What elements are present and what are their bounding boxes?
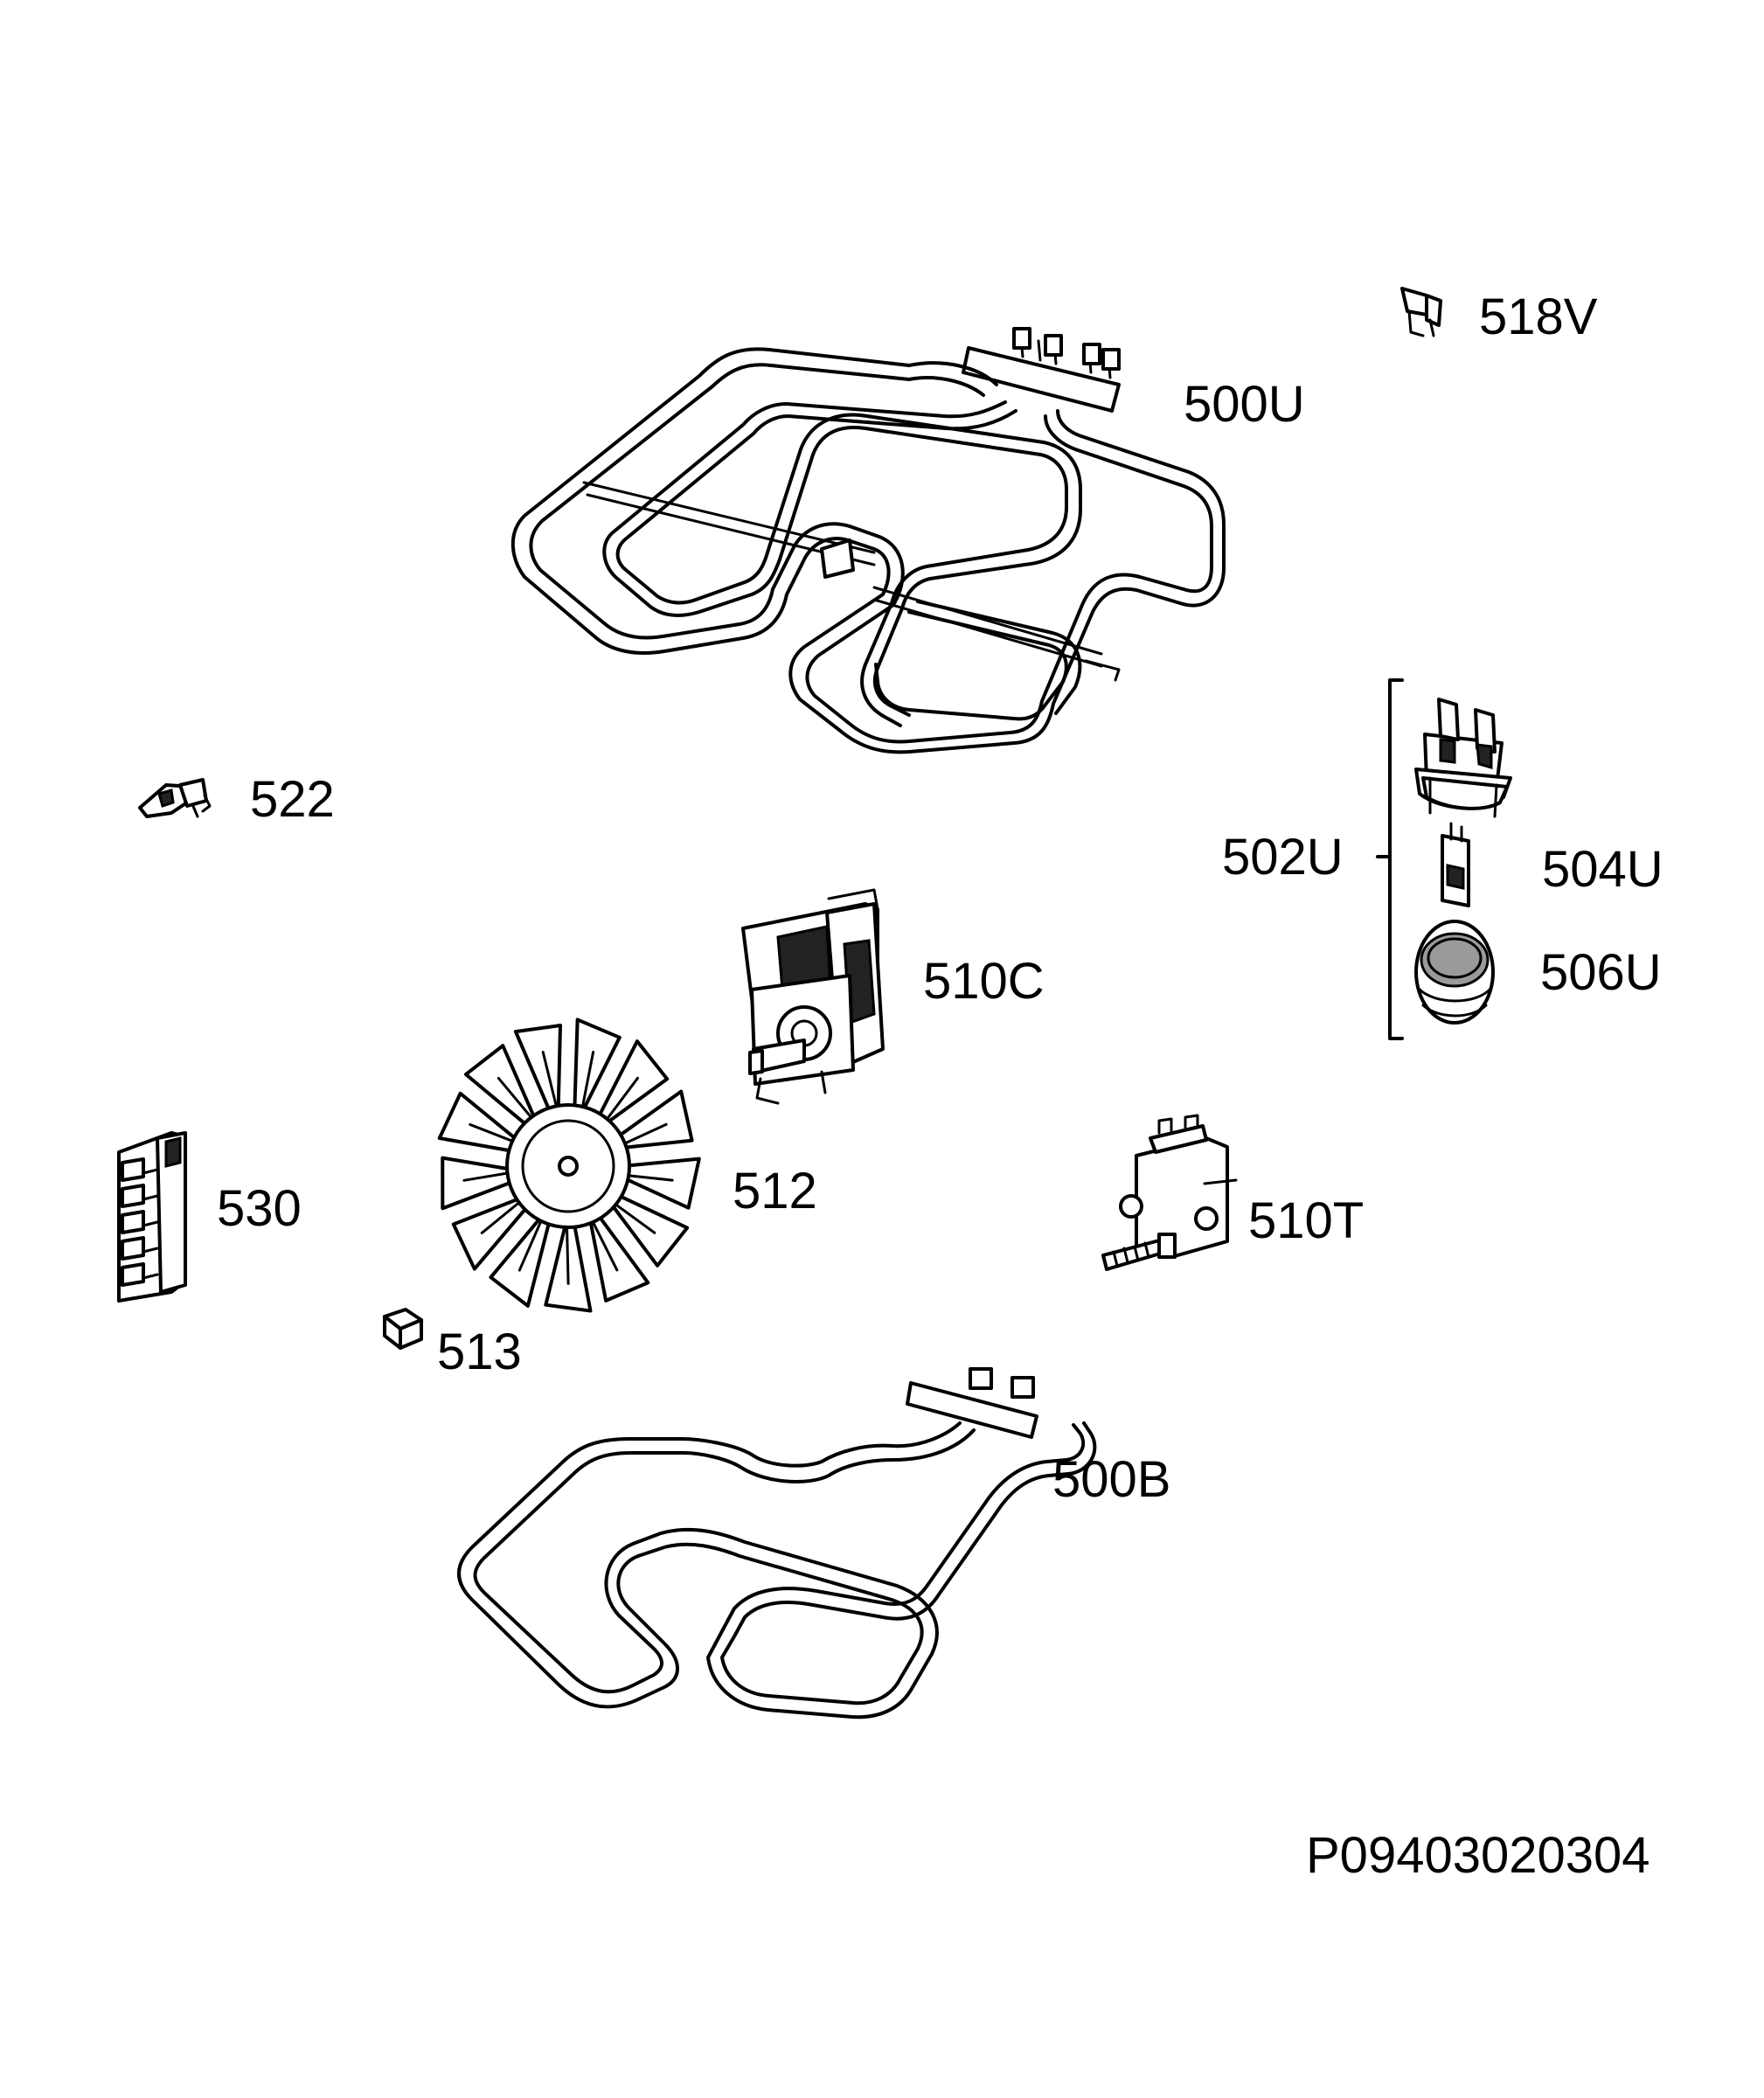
bulb-drawing (1441, 822, 1470, 907)
part-label-522: 522 (250, 771, 335, 828)
lower-heating-element-drawing (457, 1367, 1097, 1719)
part-label-510c: 510C (923, 953, 1045, 1010)
diagram-id: P09403020304 (1306, 1827, 1650, 1884)
fan-blade-drawing (437, 1018, 701, 1313)
fan-blade-rib (517, 1212, 546, 1272)
lamp-cover-drawing (1414, 920, 1495, 1025)
clip-518v-drawing (1400, 287, 1442, 337)
fan-blade-rib (580, 1050, 595, 1115)
part-label-518v: 518V (1479, 288, 1598, 345)
part-label-506u: 506U (1540, 944, 1662, 1001)
upper-heating-element-drawing (510, 327, 1226, 754)
fan-blade-rib (588, 1213, 619, 1272)
part-label-530: 530 (217, 1180, 302, 1237)
fan-motor-drawing (741, 888, 885, 1105)
fan-blade-rib (565, 1219, 570, 1285)
terminal-block-drawing (117, 1131, 187, 1303)
part-label-504u: 504U (1542, 841, 1663, 898)
part-513-drawing (383, 1308, 423, 1350)
fan-blade-rib (541, 1051, 559, 1115)
part-label-510t: 510T (1248, 1192, 1364, 1249)
part-label-500b: 500B (1052, 1451, 1170, 1508)
part-label-513: 513 (437, 1323, 522, 1380)
part-label-512: 512 (733, 1163, 817, 1219)
fan-blade-vane (441, 1156, 517, 1211)
part-label-502u: 502U (1222, 829, 1344, 886)
part-522-drawing (138, 778, 212, 818)
part-label-500u: 500U (1184, 376, 1305, 433)
thermostat-drawing (1101, 1114, 1238, 1271)
lamp-holder-drawing (1414, 698, 1512, 818)
group-bracket-502u (1376, 678, 1404, 1040)
